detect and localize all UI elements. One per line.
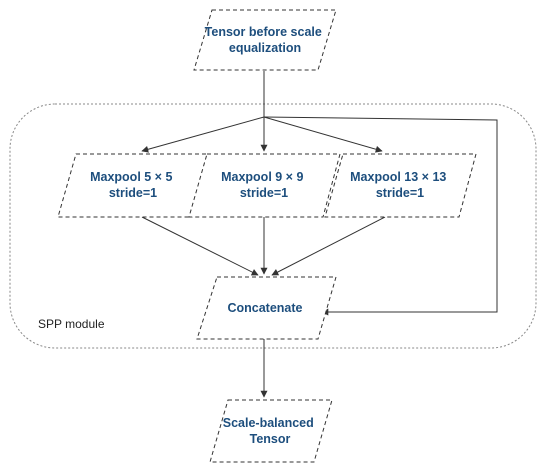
edges bbox=[141, 71, 498, 398]
edge-pool5-to-concat bbox=[141, 216, 259, 276]
node-pool13-label: Maxpool 13 × 13 stride=1 bbox=[350, 170, 450, 200]
spp-module-label: SPP module bbox=[38, 317, 105, 331]
node-pool9-shape bbox=[188, 153, 341, 218]
edge-pool13-to-concat bbox=[271, 216, 386, 276]
node-concat: Concatenate bbox=[196, 276, 337, 340]
node-pool13-line-1: Maxpool 13 × 13 bbox=[350, 170, 446, 184]
node-pool5: Maxpool 5 × 5 stride=1 bbox=[57, 153, 211, 218]
node-pool13: Maxpool 13 × 13 stride=1 bbox=[324, 153, 477, 218]
node-pool5-label: Maxpool 5 × 5 stride=1 bbox=[90, 170, 176, 200]
node-input-label: Tensor before scale equalization bbox=[205, 25, 326, 55]
node-input: Tensor before scale equalization bbox=[193, 9, 337, 71]
node-output: Scale-balanced Tensor bbox=[209, 399, 333, 463]
node-concat-line-1: Concatenate bbox=[227, 301, 302, 315]
node-concat-label: Concatenate bbox=[227, 301, 302, 315]
node-output-shape bbox=[209, 399, 333, 463]
node-pool5-line-2: stride=1 bbox=[109, 186, 157, 200]
node-input-line-2: equalization bbox=[229, 41, 301, 55]
node-pool5-line-1: Maxpool 5 × 5 bbox=[90, 170, 172, 184]
spp-module-box bbox=[9, 103, 537, 349]
node-pool9-line-2: stride=1 bbox=[240, 186, 288, 200]
edge-split-to-pool5 bbox=[141, 116, 265, 153]
node-input-line-1: Tensor before scale bbox=[205, 25, 322, 39]
node-pool9-line-1: Maxpool 9 × 9 bbox=[221, 170, 303, 184]
edge-split-to-pool13 bbox=[263, 116, 383, 153]
node-pool9-label: Maxpool 9 × 9 stride=1 bbox=[221, 170, 307, 200]
node-pool13-shape bbox=[324, 153, 477, 218]
node-concat-shape bbox=[196, 276, 337, 340]
node-input-shape bbox=[193, 9, 337, 71]
node-pool9: Maxpool 9 × 9 stride=1 bbox=[188, 153, 341, 218]
node-output-line-2: Tensor bbox=[250, 432, 291, 446]
edge-skip-connection bbox=[263, 116, 498, 316]
node-output-label: Scale-balanced Tensor bbox=[223, 416, 318, 446]
node-output-line-1: Scale-balanced bbox=[223, 416, 314, 430]
node-pool13-line-2: stride=1 bbox=[376, 186, 424, 200]
